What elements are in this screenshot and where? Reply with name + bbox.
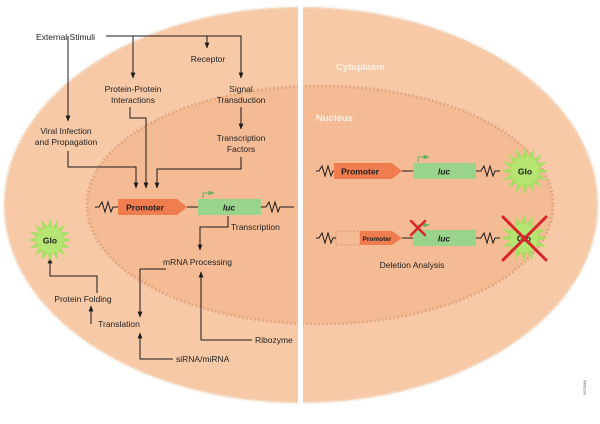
protein-protein-label-2: Interactions <box>111 95 155 105</box>
promoter-label: Promoter <box>126 203 164 213</box>
transcription-start-arrow <box>202 190 215 198</box>
translation-label: Translation <box>98 319 140 329</box>
nucleus-label: Nucleus <box>316 113 353 124</box>
no-transcription-mark <box>409 219 427 237</box>
luc-label: luc <box>223 203 236 213</box>
reporter-construct-intact: Promoter luc <box>316 154 500 179</box>
external-stimuli-label: External Stimuli <box>36 32 95 42</box>
protein-protein-label: Protein-Protein <box>105 84 162 94</box>
promoter-label-intact: Promoter <box>341 167 379 177</box>
signal-transduction-label-2: Transduction <box>217 95 266 105</box>
receptor-label: Receptor <box>191 54 226 64</box>
stimuli-arrows <box>65 35 244 122</box>
nucleus <box>85 84 555 326</box>
promoter-label-truncated: Promoter <box>363 236 392 243</box>
dna-line-left <box>95 200 118 214</box>
luc-label-intact: luc <box>438 167 451 177</box>
luc-label-deleted: luc <box>438 234 451 244</box>
viral-infection-label: Viral Infection <box>40 126 92 136</box>
promoter-element-truncated <box>360 231 402 245</box>
glo-core-intact <box>511 157 539 185</box>
cell-divider <box>298 0 303 424</box>
arrow-ribozyme <box>198 271 252 341</box>
red-x-small <box>409 219 427 237</box>
arrow-pp-to-promoter <box>129 107 149 189</box>
glo-signal-intact: Glo <box>501 147 549 195</box>
glo-signal-deleted: Glo <box>500 214 548 262</box>
protein-folding-label: Protein Folding <box>54 294 111 304</box>
cytoplasm-label: Cytoplasm <box>336 62 385 73</box>
dna-line-right-deleted <box>476 231 500 245</box>
deletion-analysis-label: Deletion Analysis <box>380 260 445 270</box>
luc-gene-deleted <box>413 230 476 246</box>
luc-gene-intact <box>413 163 476 179</box>
mrna-processing-label: mRNA Processing <box>163 257 232 267</box>
sirna-label: siRNA/miRNA <box>176 354 230 364</box>
glo-core-left <box>37 227 63 253</box>
dna-line-left-deleted <box>316 231 336 245</box>
arrow-viral-to-promoter <box>67 151 139 189</box>
reporter-construct-main: Promoter luc <box>95 190 294 215</box>
viral-infection-label-2: and Propagation <box>35 137 98 147</box>
promoter-element-intact <box>334 163 402 179</box>
glo-label-intact: Glo <box>518 167 532 177</box>
dna-line-right <box>261 200 294 214</box>
signal-transduction-label: Signal <box>229 84 253 94</box>
glo-signal-left: Glo <box>28 218 72 262</box>
dna-line-left-intact <box>316 164 334 178</box>
reporter-construct-deleted: Promoter luc <box>316 222 500 246</box>
glo-label-left: Glo <box>43 236 57 246</box>
luc-gene <box>198 199 261 215</box>
arrow-mrna-to-translation <box>137 268 166 318</box>
dna-line-right-intact <box>476 164 500 178</box>
arrow-folding-to-glo <box>47 257 98 293</box>
arrow-sirna <box>137 332 173 360</box>
promoter-inputs <box>67 107 242 189</box>
promoter-element <box>118 199 187 215</box>
transcription-arrow <box>197 216 229 251</box>
transcription-factors-label-2: Factors <box>227 144 255 154</box>
transcription-label: Transcription <box>231 222 280 232</box>
ribozyme-label: Ribozyme <box>255 335 293 345</box>
deleted-promoter-region <box>335 230 361 246</box>
figure-id: 5676MA <box>582 380 587 395</box>
transcription-start-arrow-intact <box>417 154 430 162</box>
stimuli-line <box>106 35 244 79</box>
red-x-large <box>501 215 548 262</box>
transcription-factors-label: Transcription <box>217 133 266 143</box>
arrow-tf-to-promoter <box>154 157 242 189</box>
